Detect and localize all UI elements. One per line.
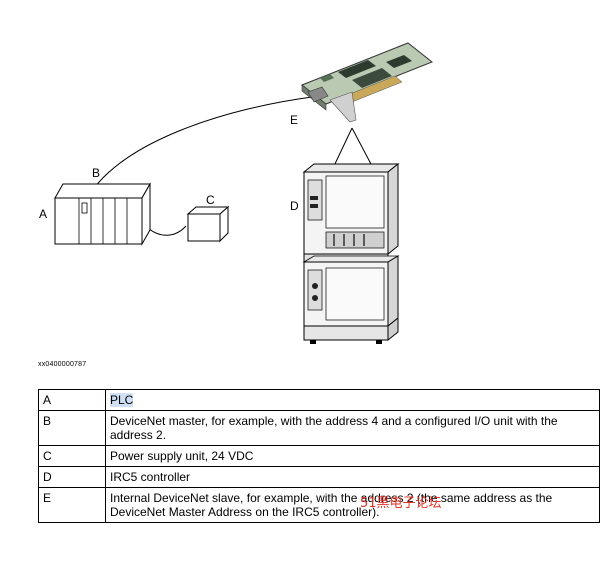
devicenet-cable — [85, 96, 313, 201]
table-row: B DeviceNet master, for example, with th… — [38, 410, 600, 446]
figure-id: xx0400000787 — [38, 361, 87, 368]
power-cable — [147, 225, 187, 236]
label-b: B — [92, 166, 100, 180]
row-key: A — [38, 389, 106, 411]
row-text: PLC — [105, 389, 600, 411]
table-row: E Internal DeviceNet slave, for example,… — [38, 487, 600, 523]
row-text: IRC5 controller — [105, 466, 600, 488]
label-d: D — [290, 199, 299, 213]
pci-card-icon — [301, 42, 433, 123]
row-text: Internal DeviceNet slave, for example, w… — [105, 487, 600, 523]
legend-table: A PLC B DeviceNet master, for example, w… — [38, 389, 600, 523]
row-text: DeviceNet master, for example, with the … — [105, 410, 600, 446]
label-a: A — [39, 207, 47, 221]
table-row: C Power supply unit, 24 VDC — [38, 445, 600, 467]
table-row: D IRC5 controller — [38, 466, 600, 488]
row-key: E — [38, 487, 106, 523]
row-text: Power supply unit, 24 VDC — [105, 445, 600, 467]
label-c: C — [206, 193, 215, 207]
row-key: D — [38, 466, 106, 488]
card-pointer-line — [333, 127, 353, 167]
power-supply-icon — [186, 205, 230, 243]
card-pointer-line — [351, 127, 373, 167]
label-e: E — [290, 113, 298, 127]
table-row: A PLC — [38, 389, 600, 411]
plc-icon — [54, 182, 151, 246]
system-diagram: A B C D E — [39, 42, 433, 344]
watermark: 51黑电子论坛 — [360, 496, 442, 511]
row-key: B — [38, 410, 106, 446]
highlighted-text: PLC — [110, 393, 134, 407]
row-key: C — [38, 445, 106, 467]
irc5-controller-icon — [302, 162, 400, 344]
